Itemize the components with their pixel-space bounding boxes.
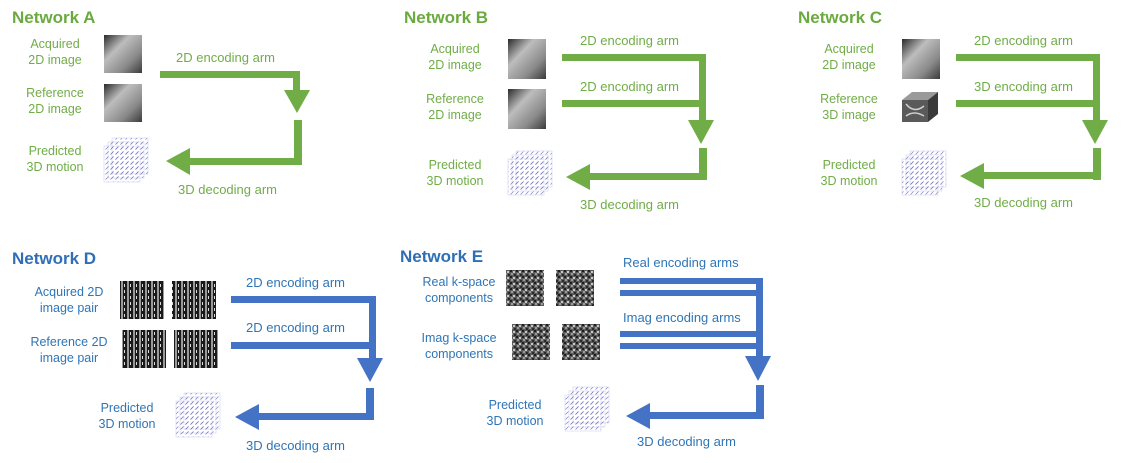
network-e-flow-arrow bbox=[620, 278, 771, 429]
network-a-title: Network A bbox=[12, 8, 96, 27]
network-b-encoding-arm-1-label: 2D encoding arm bbox=[580, 33, 679, 48]
network-e-imag-encoding-arms-label: Imag encoding arms bbox=[623, 310, 741, 325]
network-a-acquired-image bbox=[104, 35, 142, 73]
network-c-motion-field bbox=[901, 150, 947, 196]
network-a-reference-image bbox=[104, 84, 142, 122]
network-a-input2-label: Reference 2D image bbox=[26, 86, 84, 116]
network-b-title: Network B bbox=[404, 8, 489, 27]
network-c-input2-label: Reference 3D image bbox=[820, 92, 878, 122]
network-a-output-label: Predicted 3D motion bbox=[26, 144, 84, 174]
network-d-acquired-image-pair bbox=[120, 281, 216, 319]
network-e-input1-label: Real k-space components bbox=[422, 275, 496, 305]
network-e-title: Network E bbox=[400, 247, 484, 266]
network-c-acquired-image bbox=[902, 39, 940, 79]
network-e-input2-label: Imag k-space components bbox=[421, 331, 497, 361]
network-e-real-encoding-arms-label: Real encoding arms bbox=[623, 255, 739, 270]
network-c-output-label: Predicted 3D motion bbox=[820, 158, 878, 188]
network-b-reference-image bbox=[508, 89, 546, 129]
network-b-flow-arrow bbox=[562, 54, 714, 190]
network-d-reference-image-pair bbox=[122, 330, 218, 368]
network-e-output-label: Predicted 3D motion bbox=[486, 398, 544, 428]
network-c-input1-label: Acquired 2D image bbox=[822, 42, 876, 72]
network-d-title: Network D bbox=[12, 249, 97, 268]
network-a-decoding-arm-label: 3D decoding arm bbox=[178, 182, 277, 197]
network-c-encoding-arm-2-label: 3D encoding arm bbox=[974, 79, 1073, 94]
network-a-input1-label: Acquired 2D image bbox=[28, 37, 82, 67]
network-c-flow-arrow bbox=[956, 54, 1108, 189]
network-d-output-label: Predicted 3D motion bbox=[98, 401, 156, 431]
network-b-acquired-image bbox=[508, 39, 546, 79]
network-c-decoding-arm-label: 3D decoding arm bbox=[974, 195, 1073, 210]
network-b-input1-label: Acquired 2D image bbox=[428, 42, 482, 72]
network-b-output-label: Predicted 3D motion bbox=[426, 158, 484, 188]
network-d-encoding-arm-1-label: 2D encoding arm bbox=[246, 275, 345, 290]
network-d-input2-label: Reference 2D image pair bbox=[30, 335, 108, 365]
network-b-input2-label: Reference 2D image bbox=[426, 92, 484, 122]
network-e-decoding-arm-label: 3D decoding arm bbox=[637, 434, 736, 449]
network-b-encoding-arm-2-label: 2D encoding arm bbox=[580, 79, 679, 94]
network-c-title: Network C bbox=[798, 8, 883, 27]
network-d-input1-label: Acquired 2D image pair bbox=[34, 285, 104, 315]
network-d-motion-field bbox=[175, 392, 221, 438]
network-b-motion-field bbox=[507, 150, 553, 196]
network-e-motion-field bbox=[564, 386, 610, 432]
network-d-decoding-arm-label: 3D decoding arm bbox=[246, 438, 345, 453]
network-e-real-kspace-images bbox=[506, 270, 594, 306]
network-b-decoding-arm-label: 3D decoding arm bbox=[580, 197, 679, 212]
network-a-encoding-arm-label: 2D encoding arm bbox=[176, 50, 275, 65]
network-d-encoding-arm-2-label: 2D encoding arm bbox=[246, 320, 345, 335]
network-e-imag-kspace-images bbox=[512, 324, 600, 360]
network-a-motion-field bbox=[103, 137, 149, 183]
network-d-flow-arrow bbox=[231, 296, 383, 430]
network-a-flow-arrow bbox=[160, 71, 310, 175]
network-c-reference-volume bbox=[902, 92, 938, 122]
network-c-encoding-arm-1-label: 2D encoding arm bbox=[974, 33, 1073, 48]
